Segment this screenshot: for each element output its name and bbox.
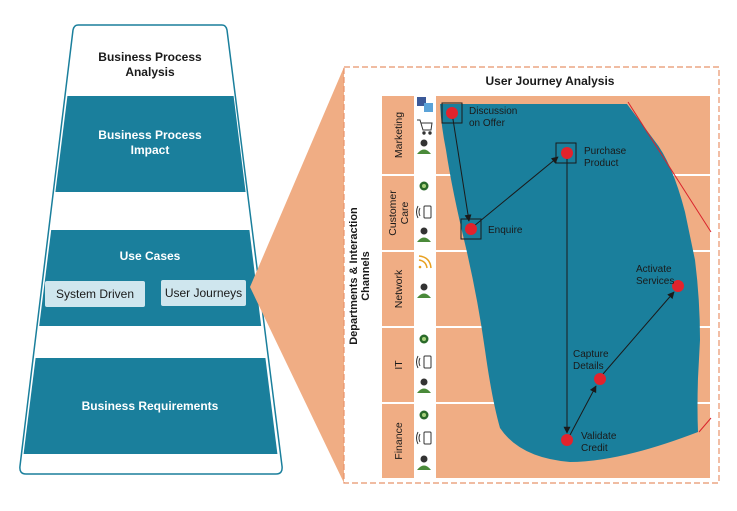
pyramid-band-use-cases [39,230,262,326]
node-frame-discussion [441,102,463,124]
dept-it: IT [393,360,405,370]
node-frame-purchase [555,142,577,164]
agent-icon [417,455,431,470]
journey-nodes [441,102,684,446]
step-enquire-label: Enquire [488,225,523,236]
lane-label-bg-finance [382,404,414,478]
node-enquire [465,223,477,235]
node-discussion [446,107,458,119]
lane-label-bg-it [382,328,414,402]
globe-icon [419,410,429,420]
step-capture-label: Capture Details [573,349,609,372]
arrow-enquire-purchase [473,156,559,227]
pyramid-impact-label: Business Process Impact [98,128,202,157]
agent-icon [417,139,431,154]
node-purchase [561,147,573,159]
journey-arrows [451,112,675,436]
wifi-signal-icon [418,255,432,269]
agent-icon [417,283,431,298]
lane-label-bg-network [382,252,414,326]
arrow-capture-activate [602,291,675,375]
node-validate [561,434,573,446]
departments-axis-label: Departments & Interaction Channels [348,207,372,345]
arrow-discussion-enquire [451,112,472,222]
globe-icon [419,334,429,344]
globe-icon [419,181,429,191]
edge-line-bottom [698,417,712,433]
pyramid-band-impact [55,96,246,192]
node-activate [672,280,684,292]
connector-wedge [250,67,344,483]
lane-label-bg-customer-care [382,176,414,250]
dept-finance: Finance [393,422,405,460]
journey-area [440,104,700,462]
agent-icon [417,378,431,393]
pyramid-requirements-label: Business Requirements [81,399,219,413]
agent-icon [417,227,431,242]
node-frame-enquire [460,218,482,240]
user-journeys-chip: User Journeys [161,280,246,306]
mobile-phone-icon [416,205,432,219]
social-media-icon [417,97,433,112]
pyramid-use-cases-label: Use Cases [119,249,181,263]
pyramid-band-requirements [23,358,278,454]
channel-icons [416,97,433,470]
lane-icon-bg-marketing [414,96,434,174]
step-activate-label: Activate Services [636,264,675,287]
edge-line [627,101,712,233]
pyramid-top-label: Business Process Analysis [98,50,202,79]
shopping-cart-icon [417,119,433,135]
mobile-phone-icon [416,355,432,369]
dept-customer-care: Customer Care [387,190,411,236]
dept-marketing: Marketing [393,111,405,159]
journey-title: User Journey Analysis [485,74,615,88]
step-discussion-label: Discussion on Offer [469,106,518,129]
mobile-phone-icon [416,431,432,445]
step-purchase-label: Purchase Product [584,146,627,169]
system-driven-chip: System Driven [45,281,145,307]
lane-label-bg-marketing [382,96,414,174]
dept-network: Network [393,269,405,309]
arrow-validate-capture [569,385,597,436]
node-capture [594,373,606,385]
step-validate-label: Validate Credit [581,431,617,454]
